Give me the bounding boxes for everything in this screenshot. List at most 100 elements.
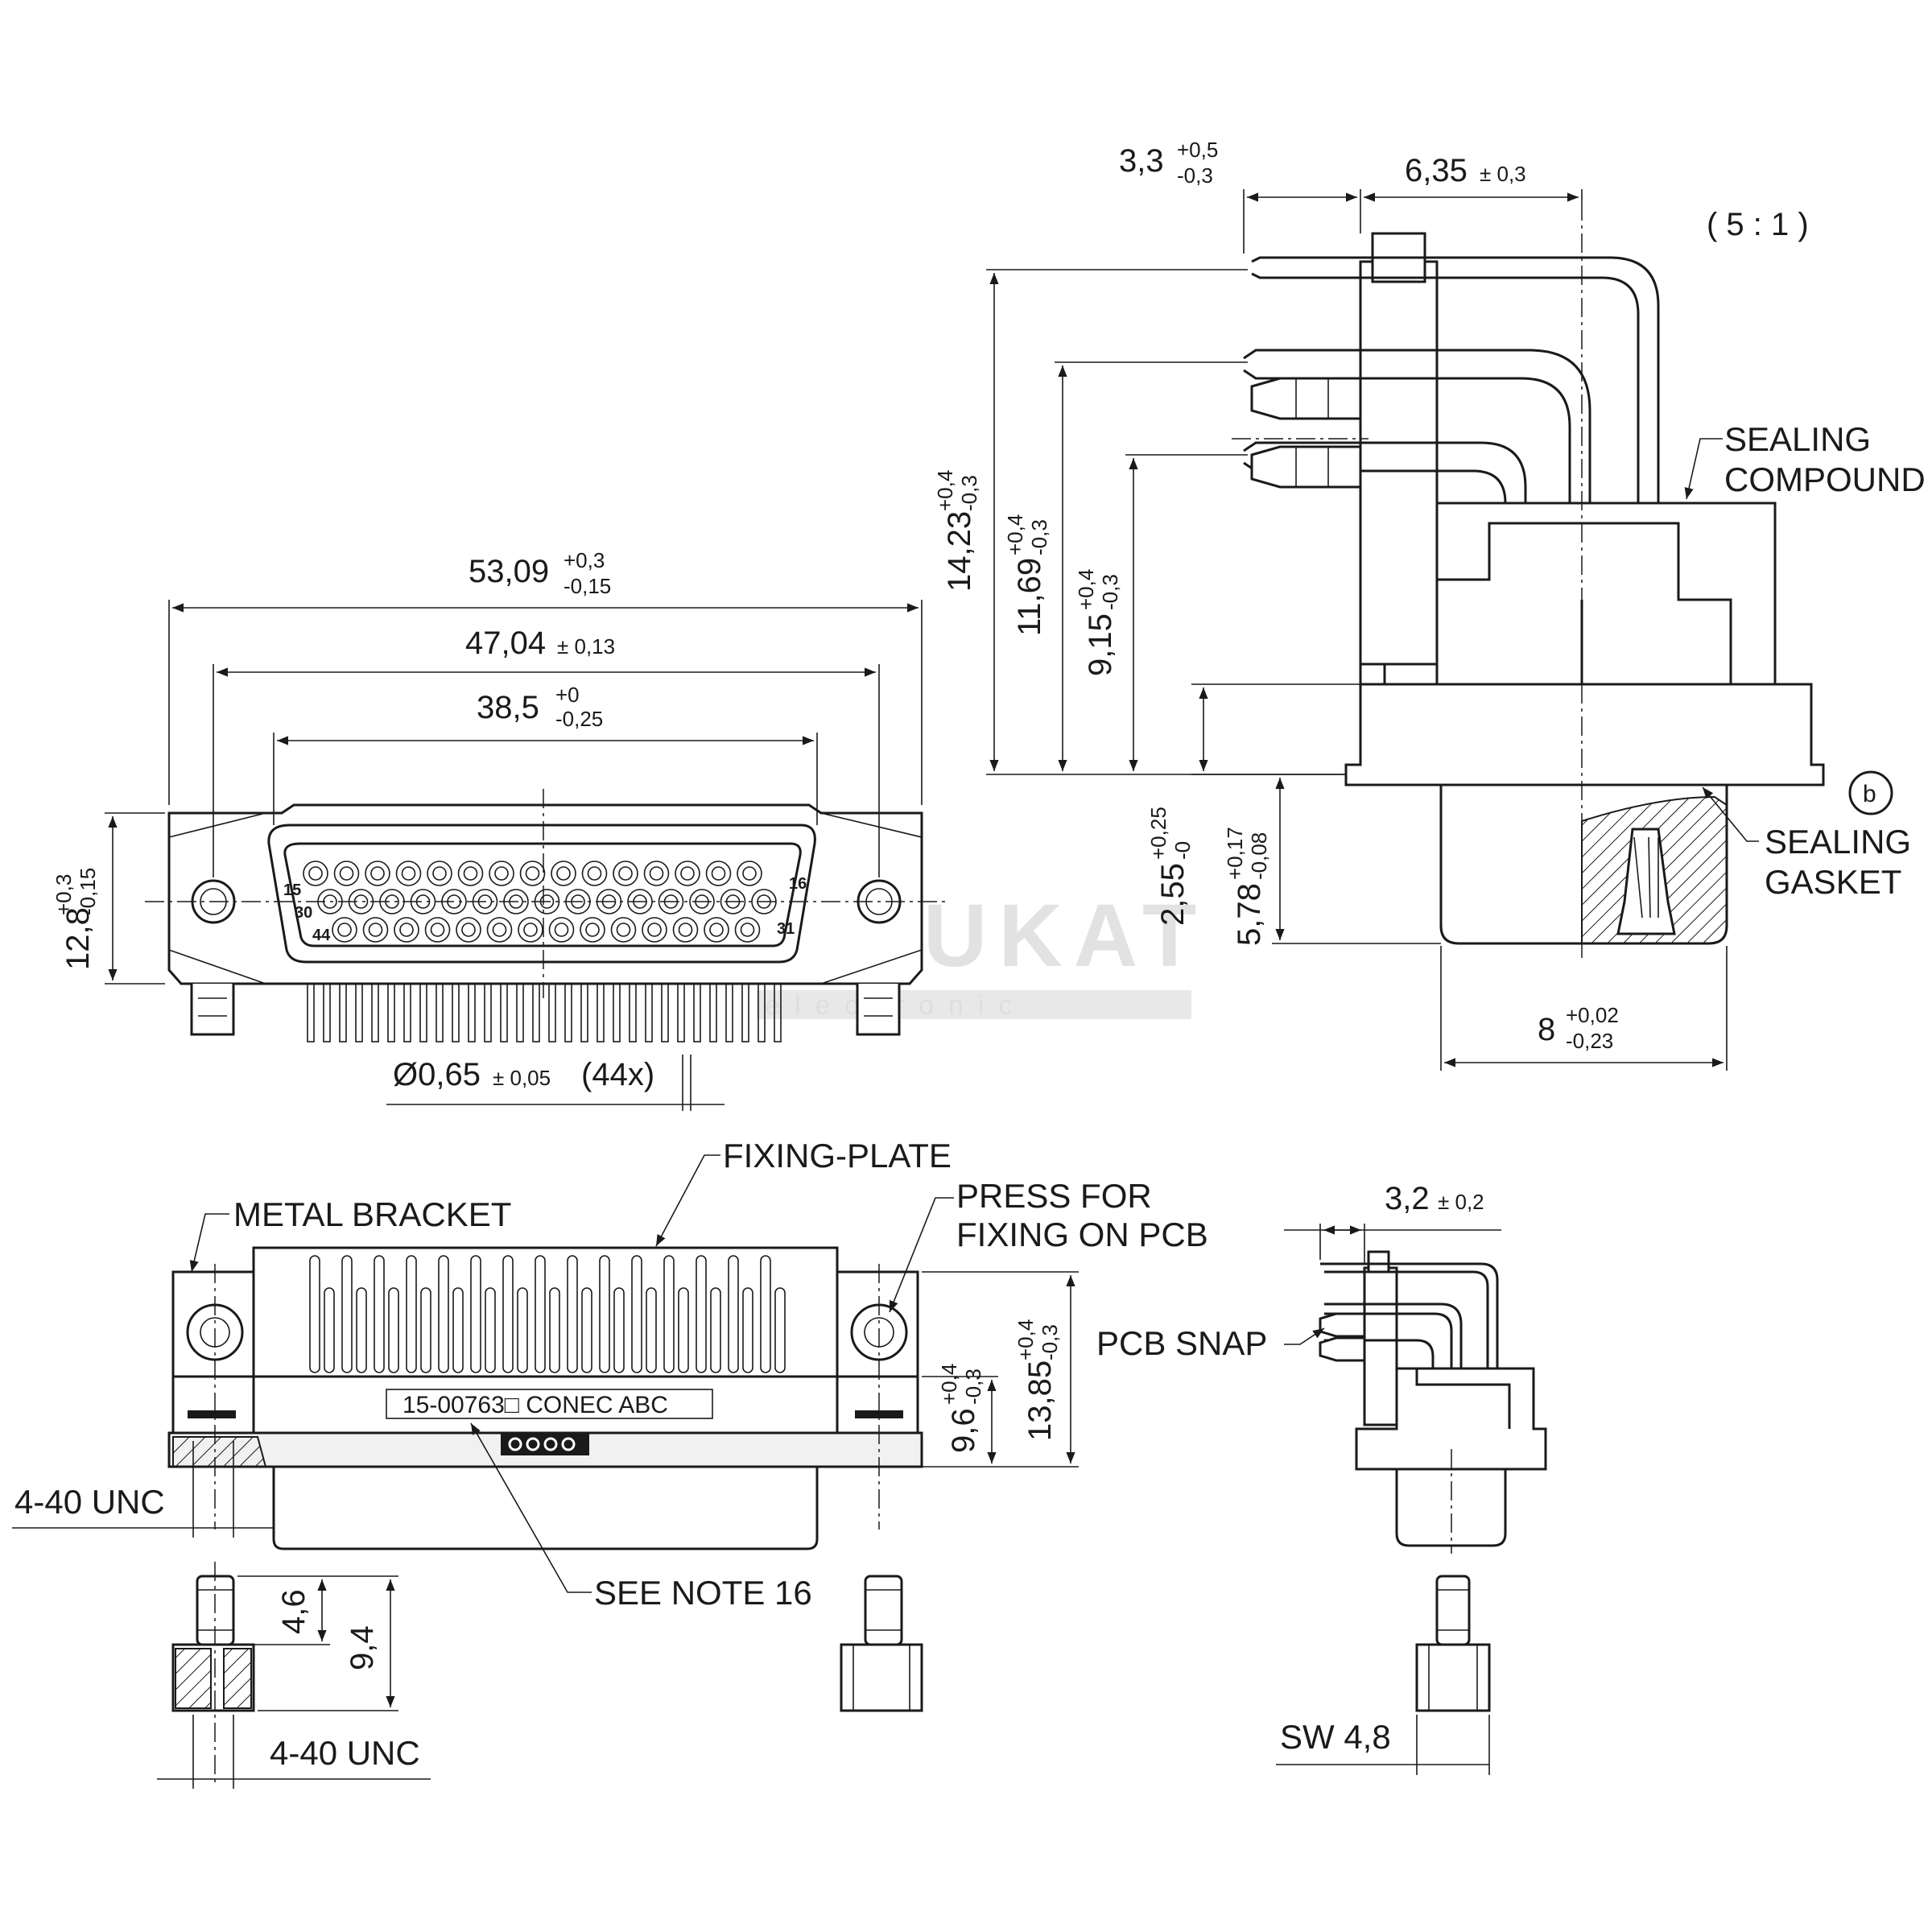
dim-8-value: 8 <box>1538 1012 1555 1047</box>
dim-pin-count: (44x) <box>581 1057 654 1092</box>
pin-socket-core <box>323 894 337 909</box>
pin-socket <box>317 889 343 914</box>
top-pin-long <box>406 1255 417 1373</box>
detail-mark-b: b <box>1863 781 1876 807</box>
pin-socket <box>551 861 576 886</box>
pin-socket <box>348 889 374 914</box>
dim-9-6-tol-lower: -0,3 <box>961 1368 985 1405</box>
dim-53-tol-upper: +0,3 <box>564 548 605 572</box>
top-pin-long <box>567 1255 578 1373</box>
pin-socket <box>534 889 560 914</box>
pin-socket <box>672 917 699 943</box>
solder-pin <box>597 983 605 1042</box>
dim-2-55-tol-lower: -0 <box>1170 841 1195 860</box>
pin-label-31: 31 <box>777 920 795 938</box>
top-pin-long <box>663 1255 675 1373</box>
dim-47-value: 47,04 <box>465 625 546 661</box>
pin-socket-core <box>385 894 399 909</box>
pin-socket-core <box>370 866 385 881</box>
callout-see-note: SEE NOTE 16 <box>594 1574 812 1612</box>
dim-38-value: 38,5 <box>477 690 539 725</box>
solder-pins <box>307 983 782 1042</box>
solder-pin <box>725 983 733 1042</box>
pin-socket-core <box>523 923 538 937</box>
top-pins <box>309 1255 786 1373</box>
pin-label-44: 44 <box>312 927 331 944</box>
dim-9-4: 9,4 <box>345 1625 380 1670</box>
dim-11-69-tol-upper: +0,4 <box>1003 514 1027 555</box>
solder-pin <box>500 983 508 1042</box>
solder-pin <box>484 983 492 1042</box>
top-pin-short <box>646 1287 657 1373</box>
pin-socket-core <box>308 866 323 881</box>
solder-pin <box>355 983 363 1042</box>
pin-socket <box>689 889 715 914</box>
dim-12-value: 12,8 <box>60 907 96 970</box>
top-pin-long <box>470 1255 481 1373</box>
callout-fixing-plate: FIXING-PLATE <box>723 1137 952 1174</box>
thread-left: 4-40 UNC <box>14 1483 165 1521</box>
wrench-size: SW 4,8 <box>1280 1718 1391 1756</box>
dim-9-6-tol-upper: +0,4 <box>937 1364 961 1405</box>
pin-socket-core <box>415 894 431 909</box>
dim-2-55-value: 2,55 <box>1155 863 1191 926</box>
solder-pin <box>516 983 524 1042</box>
dim-pin-diameter-value: Ø0,65 <box>393 1057 481 1092</box>
pin-socket <box>333 861 360 886</box>
pin-socket-core <box>339 866 354 881</box>
dim-3-2-tol: ± 0,2 <box>1438 1190 1484 1214</box>
callout-sealing-gasket-1: SEALING <box>1765 823 1911 861</box>
dim-47-tol: ± 0,13 <box>557 634 615 658</box>
pin-socket <box>596 889 622 914</box>
top-pin-short <box>742 1287 753 1373</box>
solder-pin <box>709 983 717 1042</box>
pin-socket <box>486 917 513 943</box>
top-pin-short <box>452 1287 464 1373</box>
pin-socket <box>751 889 777 914</box>
top-pin-short <box>678 1287 689 1373</box>
top-pin-long <box>760 1255 771 1373</box>
pin-socket <box>362 917 389 943</box>
pin-socket <box>489 861 514 886</box>
top-pin-long <box>309 1255 320 1373</box>
pin-socket-core <box>585 923 600 937</box>
pin-socket-core <box>337 923 352 937</box>
top-view: 15-00763□ CONEC ABC METAL BRACKET FIXING… <box>12 1137 1208 1612</box>
dim-9-15-tol-lower: -0,3 <box>1098 574 1122 610</box>
top-pin-long <box>502 1255 514 1373</box>
pin-socket <box>734 917 761 943</box>
dim-3-3-tol-lower: -0,3 <box>1177 163 1213 188</box>
pin-label-16: 16 <box>789 875 807 893</box>
pin-socket-core <box>647 923 662 937</box>
pin-socket <box>410 889 436 914</box>
pin-socket-core <box>494 866 509 881</box>
dim-6-35-value: 6,35 <box>1405 153 1468 188</box>
solder-pin <box>677 983 685 1042</box>
callout-press-1: PRESS FOR <box>956 1177 1152 1215</box>
pin-socket <box>613 861 638 886</box>
pin-socket-core <box>680 866 695 881</box>
pin-socket-core <box>525 866 540 881</box>
callout-metal-bracket: METAL BRACKET <box>233 1195 511 1233</box>
dim-3-2-value: 3,2 <box>1385 1181 1430 1216</box>
pin-socket-core <box>399 923 414 937</box>
pin-socket-core <box>678 923 693 937</box>
pin-socket-core <box>556 866 571 881</box>
top-pin-long <box>696 1255 707 1373</box>
dim-5-78-tol-lower: -0,08 <box>1247 832 1271 880</box>
dim-38-tol-lower: -0,25 <box>555 707 603 731</box>
solder-pin <box>613 983 621 1042</box>
pin-socket-core <box>649 866 664 881</box>
dim-3-3-value: 3,3 <box>1119 143 1164 179</box>
dim-13-85-value: 13,85 <box>1022 1360 1058 1441</box>
dim-9-15-tol-upper: +0,4 <box>1074 569 1098 610</box>
pin-socket-core <box>740 923 755 937</box>
pin-socket <box>519 861 546 886</box>
pin-socket <box>441 889 467 914</box>
pin-socket <box>424 917 451 943</box>
pin-socket <box>704 917 729 943</box>
dim-12-tol-lower: -0,15 <box>76 868 100 915</box>
pin-socket-core <box>601 894 617 909</box>
dim-14-23-value: 14,23 <box>942 511 977 592</box>
